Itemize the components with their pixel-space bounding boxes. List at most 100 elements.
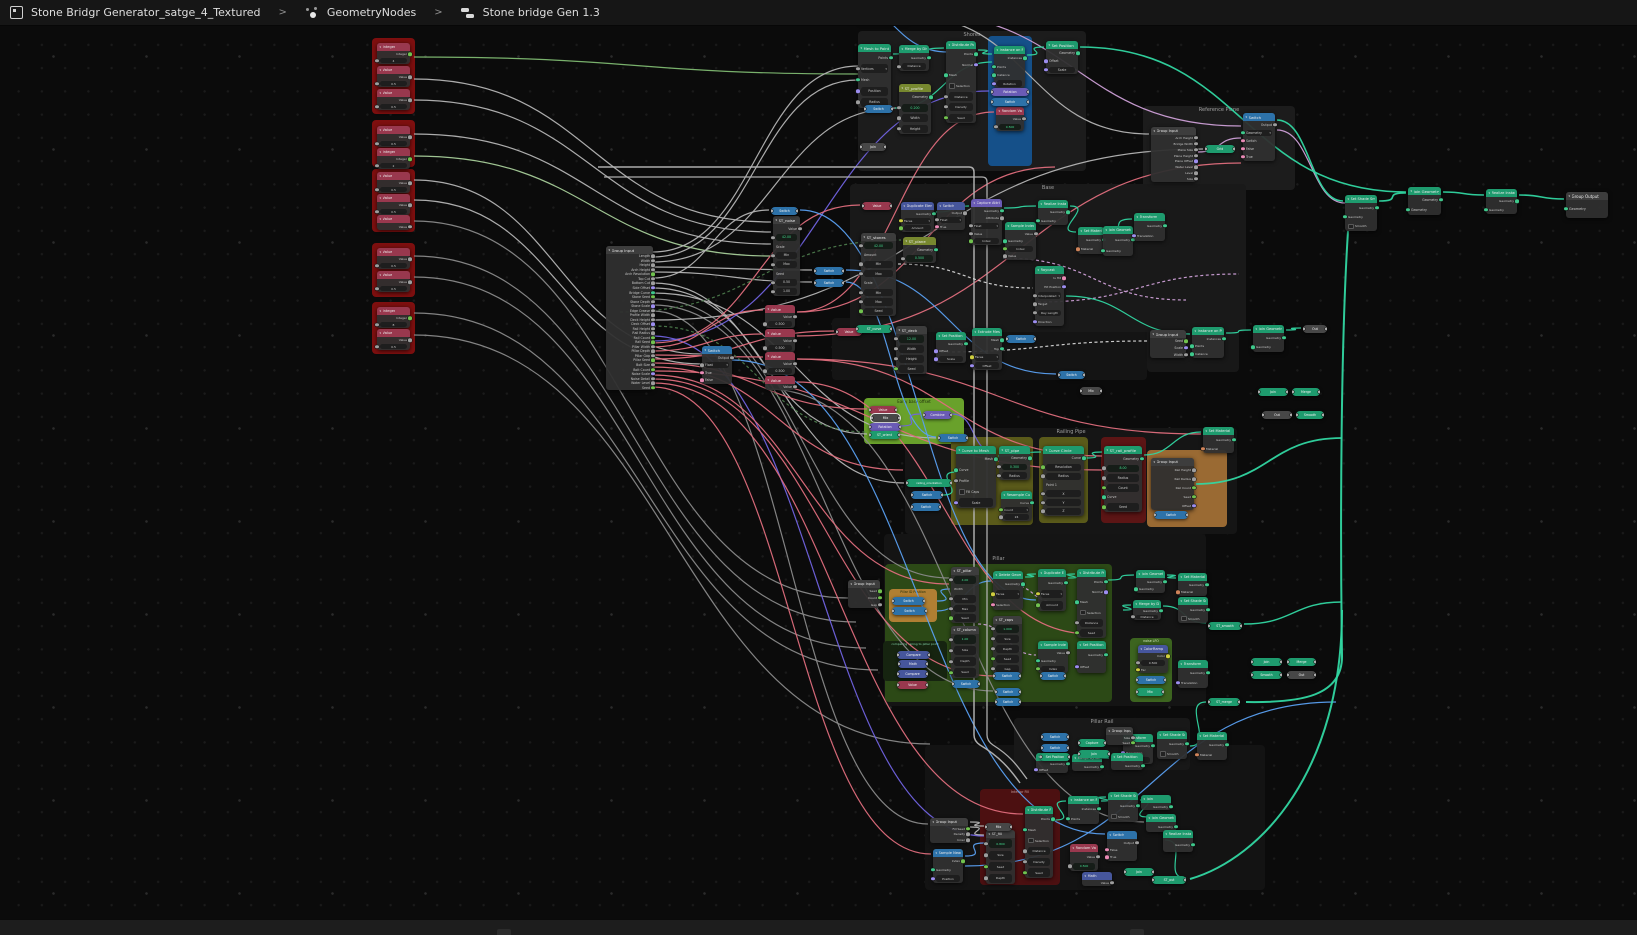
socket[interactable] bbox=[1251, 660, 1253, 664]
socket[interactable] bbox=[1044, 59, 1048, 64]
socket[interactable] bbox=[1067, 735, 1069, 739]
node-collapsed-st-out[interactable]: ST_out bbox=[1152, 876, 1186, 884]
socket[interactable] bbox=[1141, 763, 1145, 768]
socket[interactable] bbox=[1205, 147, 1207, 151]
menu-select[interactable]: Faces▾ bbox=[996, 590, 1020, 599]
node-header[interactable]: ▾Set Material bbox=[1078, 227, 1104, 235]
node-collapsed-switch[interactable]: Switch bbox=[771, 207, 798, 215]
node-header[interactable]: ▾Capture Attribute bbox=[971, 199, 1002, 207]
socket[interactable] bbox=[1083, 373, 1085, 377]
value-slider[interactable]: Seed bbox=[996, 655, 1019, 663]
node-header[interactable]: ▾Realize Instances bbox=[1038, 200, 1068, 208]
socket[interactable] bbox=[926, 672, 928, 676]
socket[interactable] bbox=[1169, 804, 1173, 809]
socket[interactable] bbox=[991, 657, 995, 661]
socket[interactable] bbox=[1318, 390, 1320, 394]
node-collapsed-out[interactable]: Out bbox=[1303, 325, 1327, 333]
socket[interactable] bbox=[892, 609, 894, 613]
collapse-icon[interactable]: ▾ bbox=[379, 90, 382, 95]
menu-select[interactable]: Vertices▾ bbox=[861, 64, 888, 74]
socket[interactable] bbox=[1191, 843, 1195, 847]
value-slider[interactable]: Resolution bbox=[1046, 463, 1081, 471]
socket[interactable] bbox=[651, 290, 655, 295]
socket[interactable] bbox=[1034, 768, 1038, 772]
socket[interactable] bbox=[651, 336, 655, 340]
socket[interactable] bbox=[1033, 293, 1037, 298]
socket[interactable] bbox=[1206, 607, 1210, 612]
value-slider[interactable]: 0.5 bbox=[380, 141, 407, 147]
socket[interactable] bbox=[408, 338, 412, 342]
socket[interactable] bbox=[1028, 456, 1032, 461]
socket[interactable] bbox=[836, 330, 838, 334]
socket[interactable] bbox=[1238, 700, 1240, 704]
collapse-icon[interactable]: ▾ bbox=[1153, 459, 1156, 464]
socket[interactable] bbox=[1201, 446, 1205, 451]
socket[interactable] bbox=[856, 67, 860, 71]
socket[interactable] bbox=[898, 433, 900, 437]
node-header[interactable]: ▾ColorRamp bbox=[1138, 645, 1168, 653]
collapse-icon[interactable]: ▾ bbox=[1488, 190, 1491, 195]
node-distribute-points[interactable]: ▾Distribute PointsPointsNormalMeshSelect… bbox=[1075, 569, 1108, 638]
socket[interactable] bbox=[944, 115, 948, 120]
node-distribute-points[interactable]: ▾Distribute PointsPointsMeshSelectionDis… bbox=[1023, 806, 1055, 878]
socket[interactable] bbox=[1062, 285, 1066, 289]
value-slider[interactable]: Seed bbox=[989, 862, 1012, 872]
node-collapsed-switch[interactable]: Switch bbox=[991, 98, 1029, 106]
checkbox[interactable] bbox=[1028, 837, 1034, 844]
value-slider[interactable]: Size bbox=[996, 635, 1019, 643]
socket[interactable] bbox=[862, 204, 864, 208]
socket[interactable] bbox=[1194, 153, 1198, 158]
socket[interactable] bbox=[1273, 123, 1277, 127]
socket[interactable] bbox=[963, 211, 967, 216]
node-header[interactable]: ▾Distribute Points bbox=[1077, 569, 1106, 577]
socket[interactable] bbox=[992, 65, 996, 69]
node-header[interactable]: ▾Sample Index bbox=[1005, 222, 1036, 230]
socket[interactable] bbox=[651, 254, 655, 258]
socket[interactable] bbox=[892, 599, 894, 603]
value-slider[interactable]: 2 bbox=[380, 163, 407, 169]
value-slider[interactable]: Scale bbox=[939, 356, 963, 363]
socket[interactable] bbox=[894, 347, 898, 351]
socket[interactable] bbox=[966, 832, 970, 837]
socket[interactable] bbox=[1292, 390, 1294, 394]
socket[interactable] bbox=[894, 357, 898, 361]
value-slider[interactable]: 0.500 bbox=[768, 345, 792, 352]
socket[interactable] bbox=[1096, 855, 1100, 859]
socket[interactable] bbox=[1251, 673, 1253, 677]
socket[interactable] bbox=[375, 323, 379, 327]
socket[interactable] bbox=[991, 647, 995, 651]
node-header[interactable]: ▾Group Input bbox=[848, 580, 880, 588]
node-header[interactable]: ▾Random Value bbox=[996, 107, 1024, 115]
value-slider[interactable]: X bbox=[1046, 490, 1081, 498]
socket[interactable] bbox=[651, 345, 655, 349]
socket[interactable] bbox=[408, 224, 412, 229]
socket[interactable] bbox=[927, 55, 931, 60]
socket[interactable] bbox=[1515, 199, 1519, 203]
socket[interactable] bbox=[651, 358, 655, 363]
socket[interactable] bbox=[1097, 807, 1101, 811]
socket[interactable] bbox=[991, 627, 995, 631]
node-collapsed-switch[interactable]: Switch bbox=[1041, 733, 1069, 741]
node-instance-on-points[interactable]: ▾Instance on PointsInstancesPointsInstan… bbox=[1190, 327, 1226, 358]
collapse-icon[interactable]: ▾ bbox=[1568, 193, 1571, 198]
socket[interactable] bbox=[906, 481, 908, 485]
socket[interactable] bbox=[869, 433, 871, 437]
value-slider[interactable]: Seed bbox=[899, 365, 924, 373]
socket[interactable] bbox=[935, 218, 939, 222]
collapse-icon[interactable]: ▾ bbox=[995, 572, 998, 577]
collapse-icon[interactable]: ▾ bbox=[1152, 331, 1155, 336]
collapse-icon[interactable]: ▾ bbox=[1143, 796, 1146, 801]
socket[interactable] bbox=[950, 413, 952, 417]
value-slider[interactable]: Distance bbox=[949, 92, 973, 101]
collapse-icon[interactable]: ▾ bbox=[1194, 328, 1197, 333]
node-header[interactable]: ▾Set Shade Smooth bbox=[1157, 731, 1187, 739]
value-slider[interactable]: Seed bbox=[954, 668, 976, 677]
